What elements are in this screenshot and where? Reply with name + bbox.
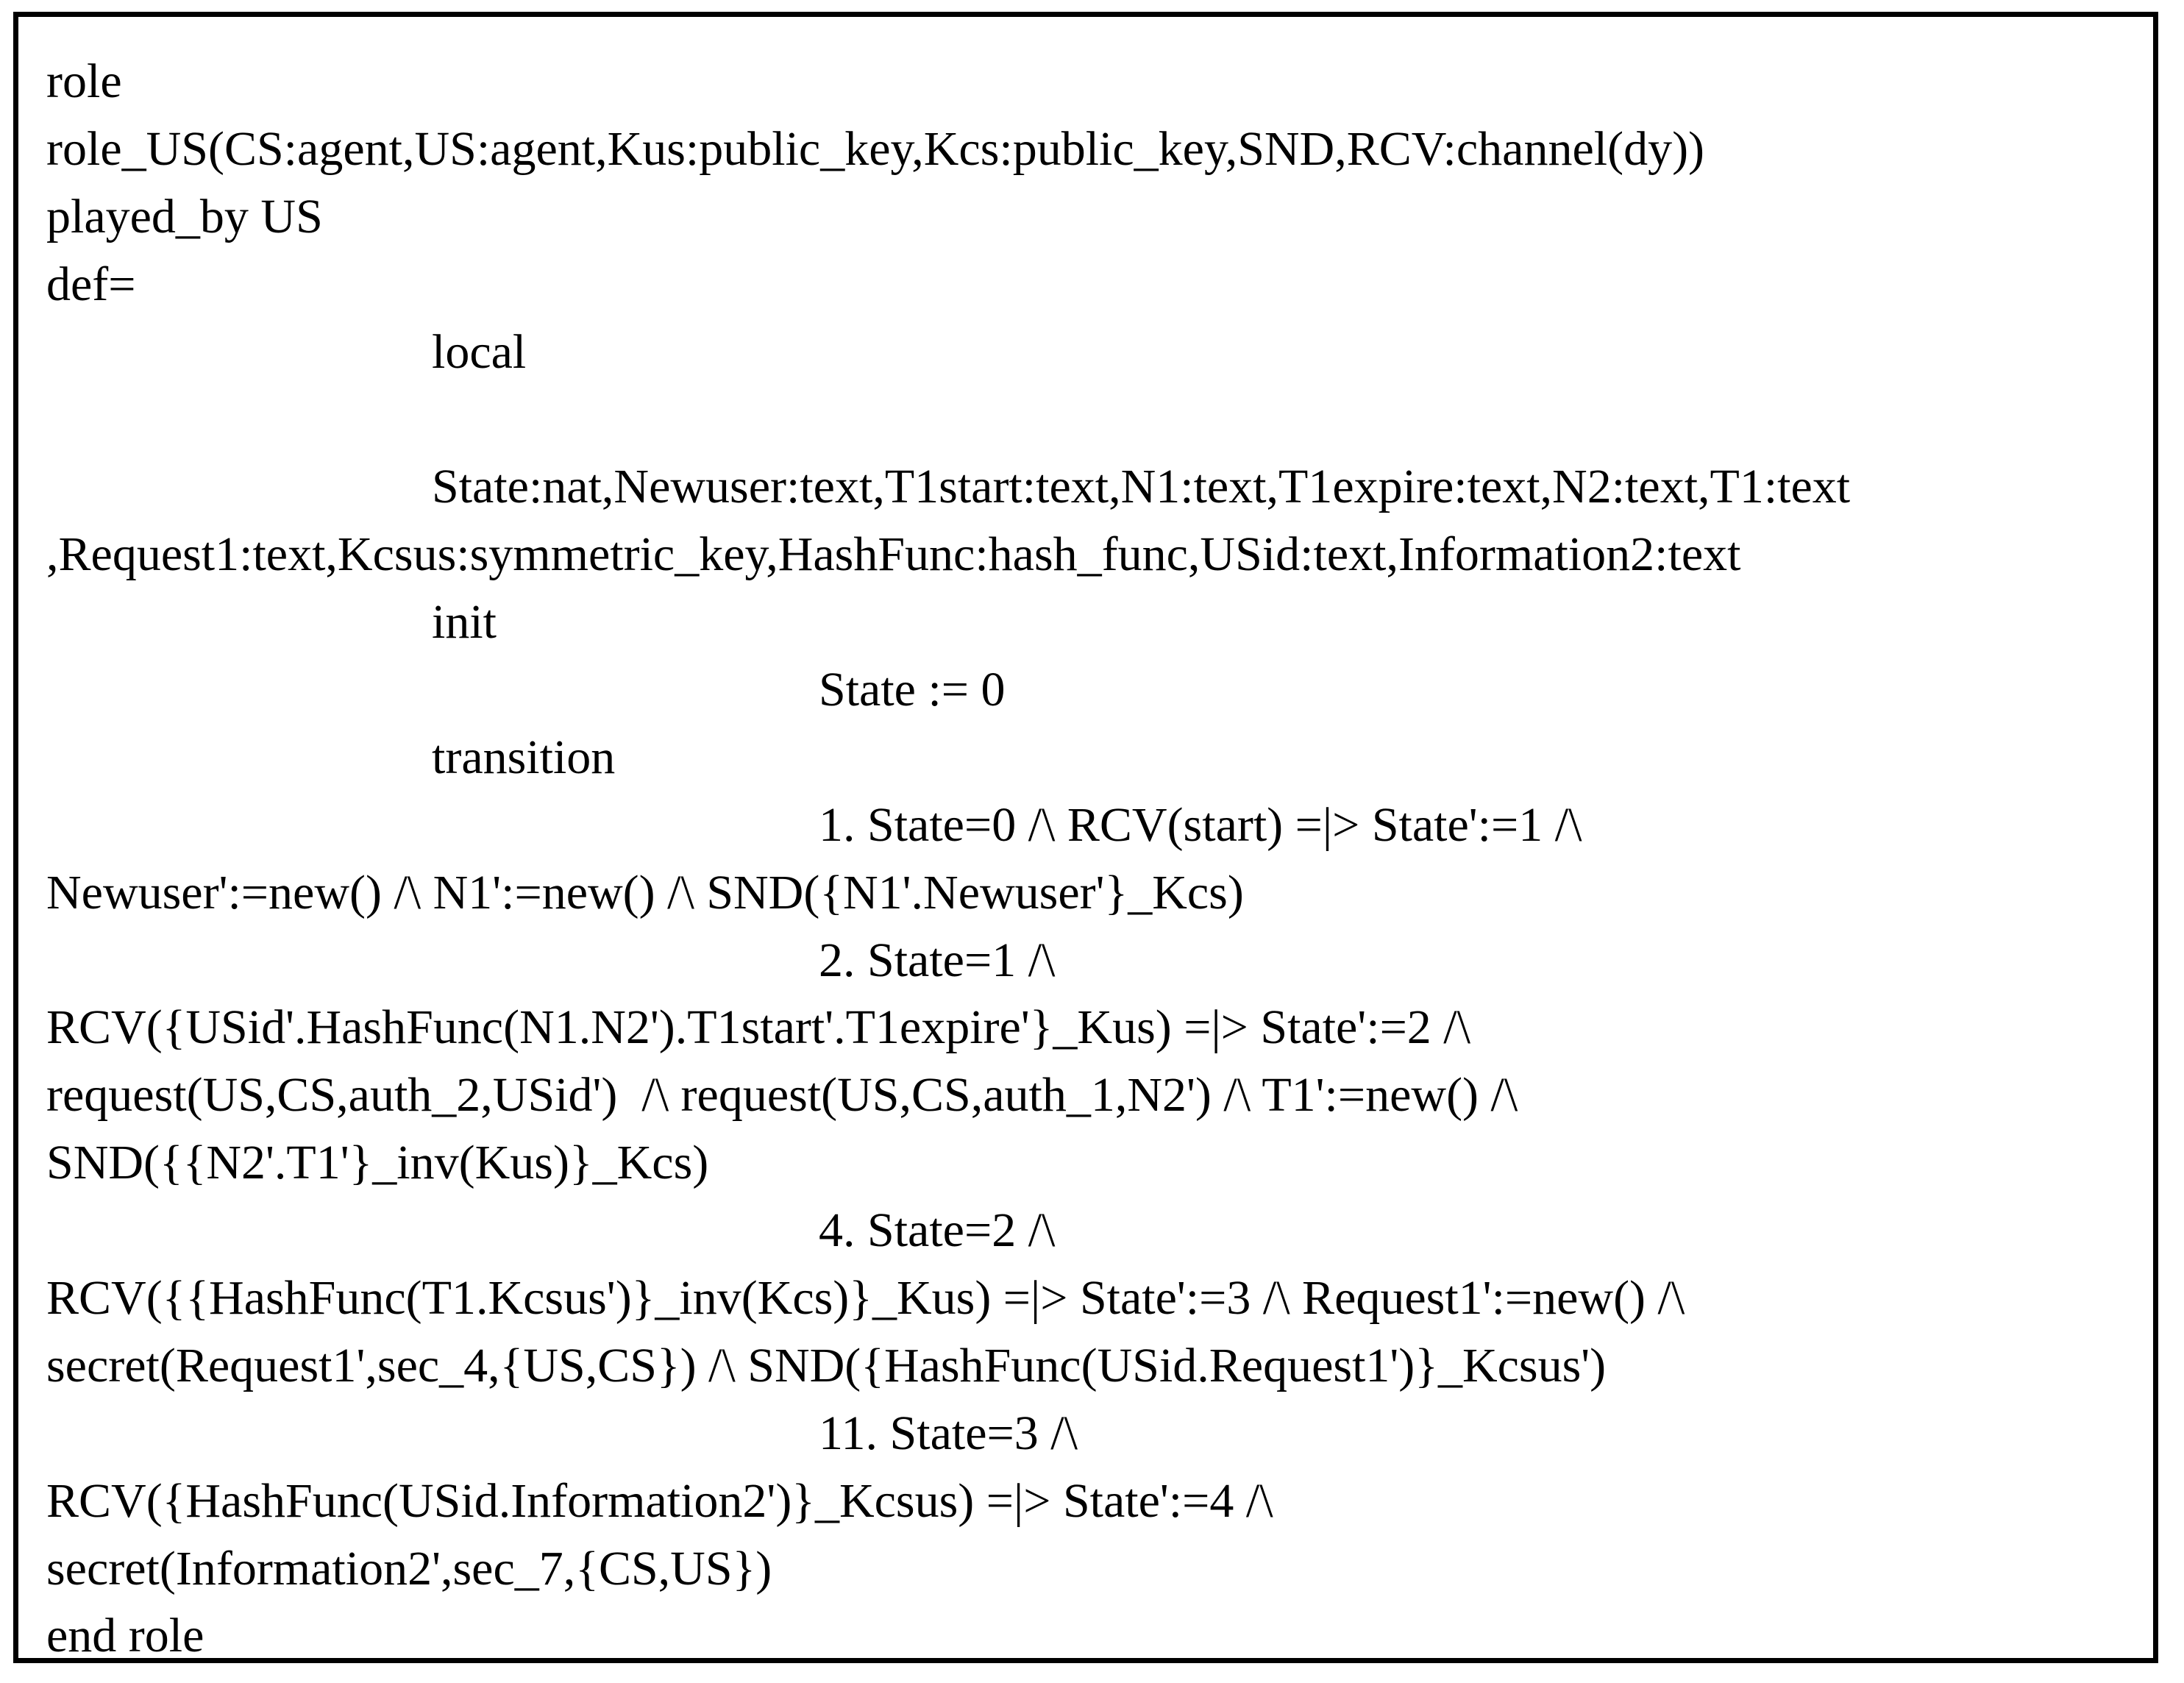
code-line: end role bbox=[46, 1609, 204, 1663]
code-line: 4. State=2 /\ bbox=[819, 1203, 1056, 1258]
code-listing-frame: role role_US(CS:agent,US:agent,Kus:publi… bbox=[13, 12, 2158, 1663]
code-line: played_by US bbox=[46, 189, 323, 243]
code-line: role_US(CS:agent,US:agent,Kus:public_key… bbox=[46, 121, 1705, 176]
code-line: secret(Information2',sec_7,{CS,US}) bbox=[46, 1541, 772, 1595]
code-line: ,Request1:text,Kcsus:symmetric_key,HashF… bbox=[46, 527, 1741, 582]
code-line: State:nat,Newuser:text,T1start:text,N1:t… bbox=[432, 460, 1851, 514]
code-line: SND({{N2'.T1'}_inv(Kus)}_Kcs) bbox=[46, 1136, 709, 1190]
code-line: def= bbox=[46, 257, 136, 311]
code-line: init bbox=[432, 595, 497, 650]
code-line: 11. State=3 /\ bbox=[819, 1406, 1078, 1460]
code-line: Newuser':=new() /\ N1':=new() /\ SND({N1… bbox=[46, 865, 1244, 919]
code-line: role bbox=[46, 54, 122, 108]
code-line: State := 0 bbox=[819, 663, 1006, 717]
code-line-blank bbox=[46, 385, 2146, 453]
code-line: RCV({{HashFunc(T1.Kcsus')}_inv(Kcs)}_Kus… bbox=[46, 1271, 1685, 1326]
code-line: 2. State=1 /\ bbox=[819, 933, 1056, 987]
code-line: request(US,CS,auth_2,USid') /\ request(U… bbox=[46, 1068, 1518, 1122]
hlpsl-role-listing: role role_US(CS:agent,US:agent,Kus:publi… bbox=[46, 48, 2146, 1670]
code-line: local bbox=[432, 324, 527, 379]
code-line: RCV({USid'.HashFunc(N1.N2').T1start'.T1e… bbox=[46, 1000, 1470, 1055]
code-line: 1. State=0 /\ RCV(start) =|> State':=1 /… bbox=[819, 797, 1582, 852]
code-line: secret(Request1',sec_4,{US,CS}) /\ SND({… bbox=[46, 1338, 1607, 1392]
code-line: transition bbox=[432, 730, 616, 784]
code-line: RCV({HashFunc(USid.Information2')}_Kcsus… bbox=[46, 1473, 1273, 1528]
